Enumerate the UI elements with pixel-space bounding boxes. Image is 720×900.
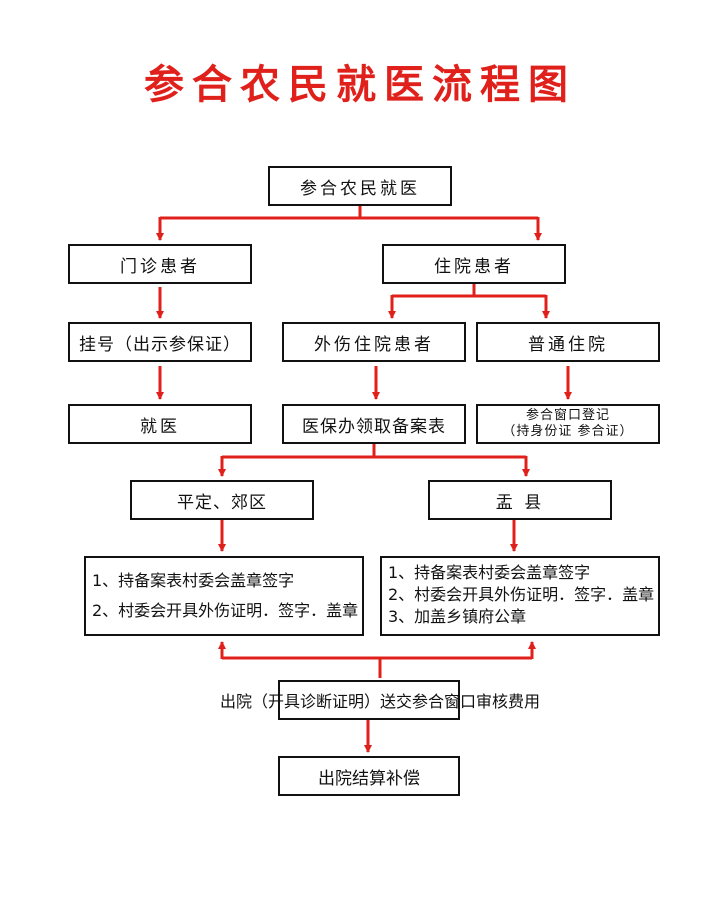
node-injury-inpatient-label: 外伤住院患者 (314, 334, 434, 355)
node-inpatient: 住院患者 (382, 244, 566, 284)
step-item: 3、加盖乡镇府公章 (388, 607, 527, 626)
node-yuxian-label: 盂 县 (495, 492, 545, 513)
node-inpatient-label: 住院患者 (434, 256, 514, 277)
node-register-label: 挂号（出示参保证） (79, 334, 241, 355)
node-visit: 就医 (68, 404, 252, 444)
node-regular-inpatient: 普通住院 (476, 322, 660, 362)
node-pingding-label: 平定、郊区 (177, 492, 267, 513)
step-item: 2、村委会开具外伤证明．签字．盖章 (92, 601, 359, 620)
step-item: 2、村委会开具外伤证明．签字．盖章 (388, 585, 655, 604)
node-get-form-label: 医保办领取备案表 (302, 416, 446, 437)
step-item: 1、持备案表村委会盖章签字 (388, 563, 591, 582)
node-outpatient: 门诊患者 (68, 244, 252, 284)
node-settlement-label: 出院结算补偿 (318, 768, 420, 789)
node-pingding-steps: 1、持备案表村委会盖章签字 2、村委会开具外伤证明．签字．盖章 (84, 556, 364, 636)
node-start-label: 参合农民就医 (300, 178, 420, 199)
node-pingding: 平定、郊区 (130, 480, 314, 520)
node-window-registration: 参合窗口登记 （持身份证 参合证） (476, 404, 660, 444)
node-get-form: 医保办领取备案表 (282, 404, 466, 444)
node-outpatient-label: 门诊患者 (120, 256, 200, 277)
node-yuxian: 盂 县 (428, 480, 612, 520)
step-item: 1、持备案表村委会盖章签字 (92, 571, 295, 590)
node-start: 参合农民就医 (268, 166, 452, 206)
node-injury-inpatient: 外伤住院患者 (282, 322, 466, 362)
node-settlement: 出院结算补偿 (278, 756, 460, 796)
node-regular-inpatient-label: 普通住院 (528, 334, 608, 355)
node-window-registration-line2: （持身份证 参合证） (502, 424, 634, 439)
node-window-registration-line1: 参合窗口登记 (525, 408, 610, 423)
node-yuxian-steps: 1、持备案表村委会盖章签字 2、村委会开具外伤证明．签字．盖章 3、加盖乡镇府公… (380, 556, 660, 636)
page-title: 参合农民就医流程图 (144, 62, 576, 108)
node-visit-label: 就医 (140, 416, 180, 437)
node-register: 挂号（出示参保证） (68, 322, 252, 362)
node-discharge-review (278, 680, 460, 720)
discharge-review-label: 出院（开具诊断证明）送交参合窗口审核费用 (219, 692, 540, 711)
